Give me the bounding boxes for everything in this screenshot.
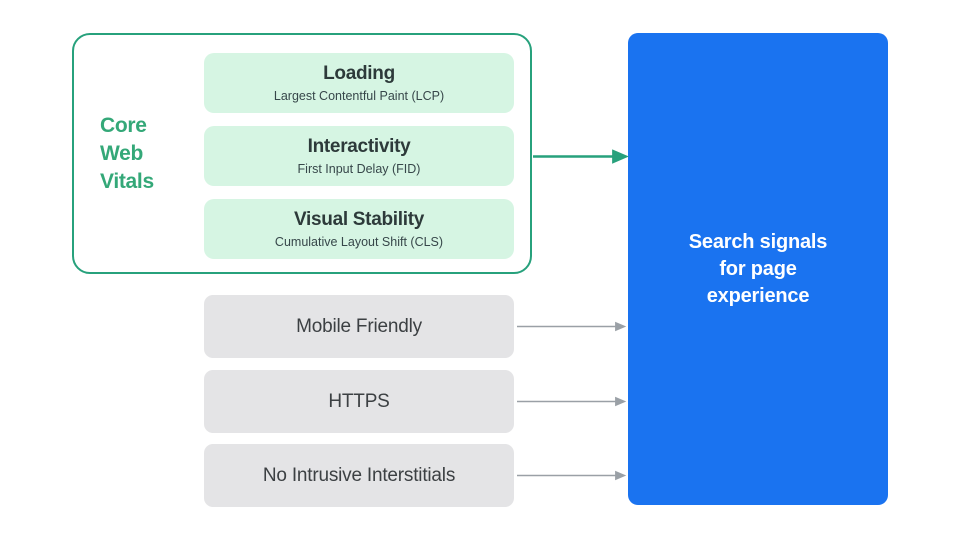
metric-subtitle-interactivity: First Input Delay (FID) bbox=[297, 161, 421, 176]
metric-card-visual-stability[interactable]: Visual Stability Cumulative Layout Shift… bbox=[204, 199, 514, 259]
signal-card-https[interactable]: HTTPS bbox=[204, 370, 514, 433]
core-web-vitals-label-line-2: Web bbox=[100, 142, 144, 165]
signal-card-mobile-friendly[interactable]: Mobile Friendly bbox=[204, 295, 514, 358]
search-signals-label: Search signals for page experience bbox=[688, 230, 828, 307]
signal-label-https: HTTPS bbox=[328, 390, 390, 412]
signal-card-no-intrusive-interstitials[interactable]: No Intrusive Interstitials bbox=[204, 444, 514, 507]
metric-title-interactivity: Interactivity bbox=[307, 135, 411, 157]
signal-label-mobile-friendly: Mobile Friendly bbox=[296, 315, 422, 337]
metric-subtitle-visual-stability: Cumulative Layout Shift (CLS) bbox=[274, 234, 444, 249]
signal-label-no-intrusive-interstitials: No Intrusive Interstitials bbox=[262, 464, 456, 486]
core-web-vitals-label-line-1: Core bbox=[100, 114, 147, 137]
core-web-vitals-label: Core Web Vitals bbox=[100, 112, 192, 196]
search-signals-box[interactable]: Search signals for page experience bbox=[628, 33, 888, 505]
metric-subtitle-loading: Largest Contentful Paint (LCP) bbox=[273, 88, 445, 103]
core-web-vitals-label-line-3: Vitals bbox=[100, 170, 154, 193]
metric-card-loading[interactable]: Loading Largest Contentful Paint (LCP) bbox=[204, 53, 514, 113]
metric-title-loading: Loading bbox=[323, 62, 395, 84]
metric-card-interactivity[interactable]: Interactivity First Input Delay (FID) bbox=[204, 126, 514, 186]
metric-title-visual-stability: Visual Stability bbox=[293, 208, 424, 230]
